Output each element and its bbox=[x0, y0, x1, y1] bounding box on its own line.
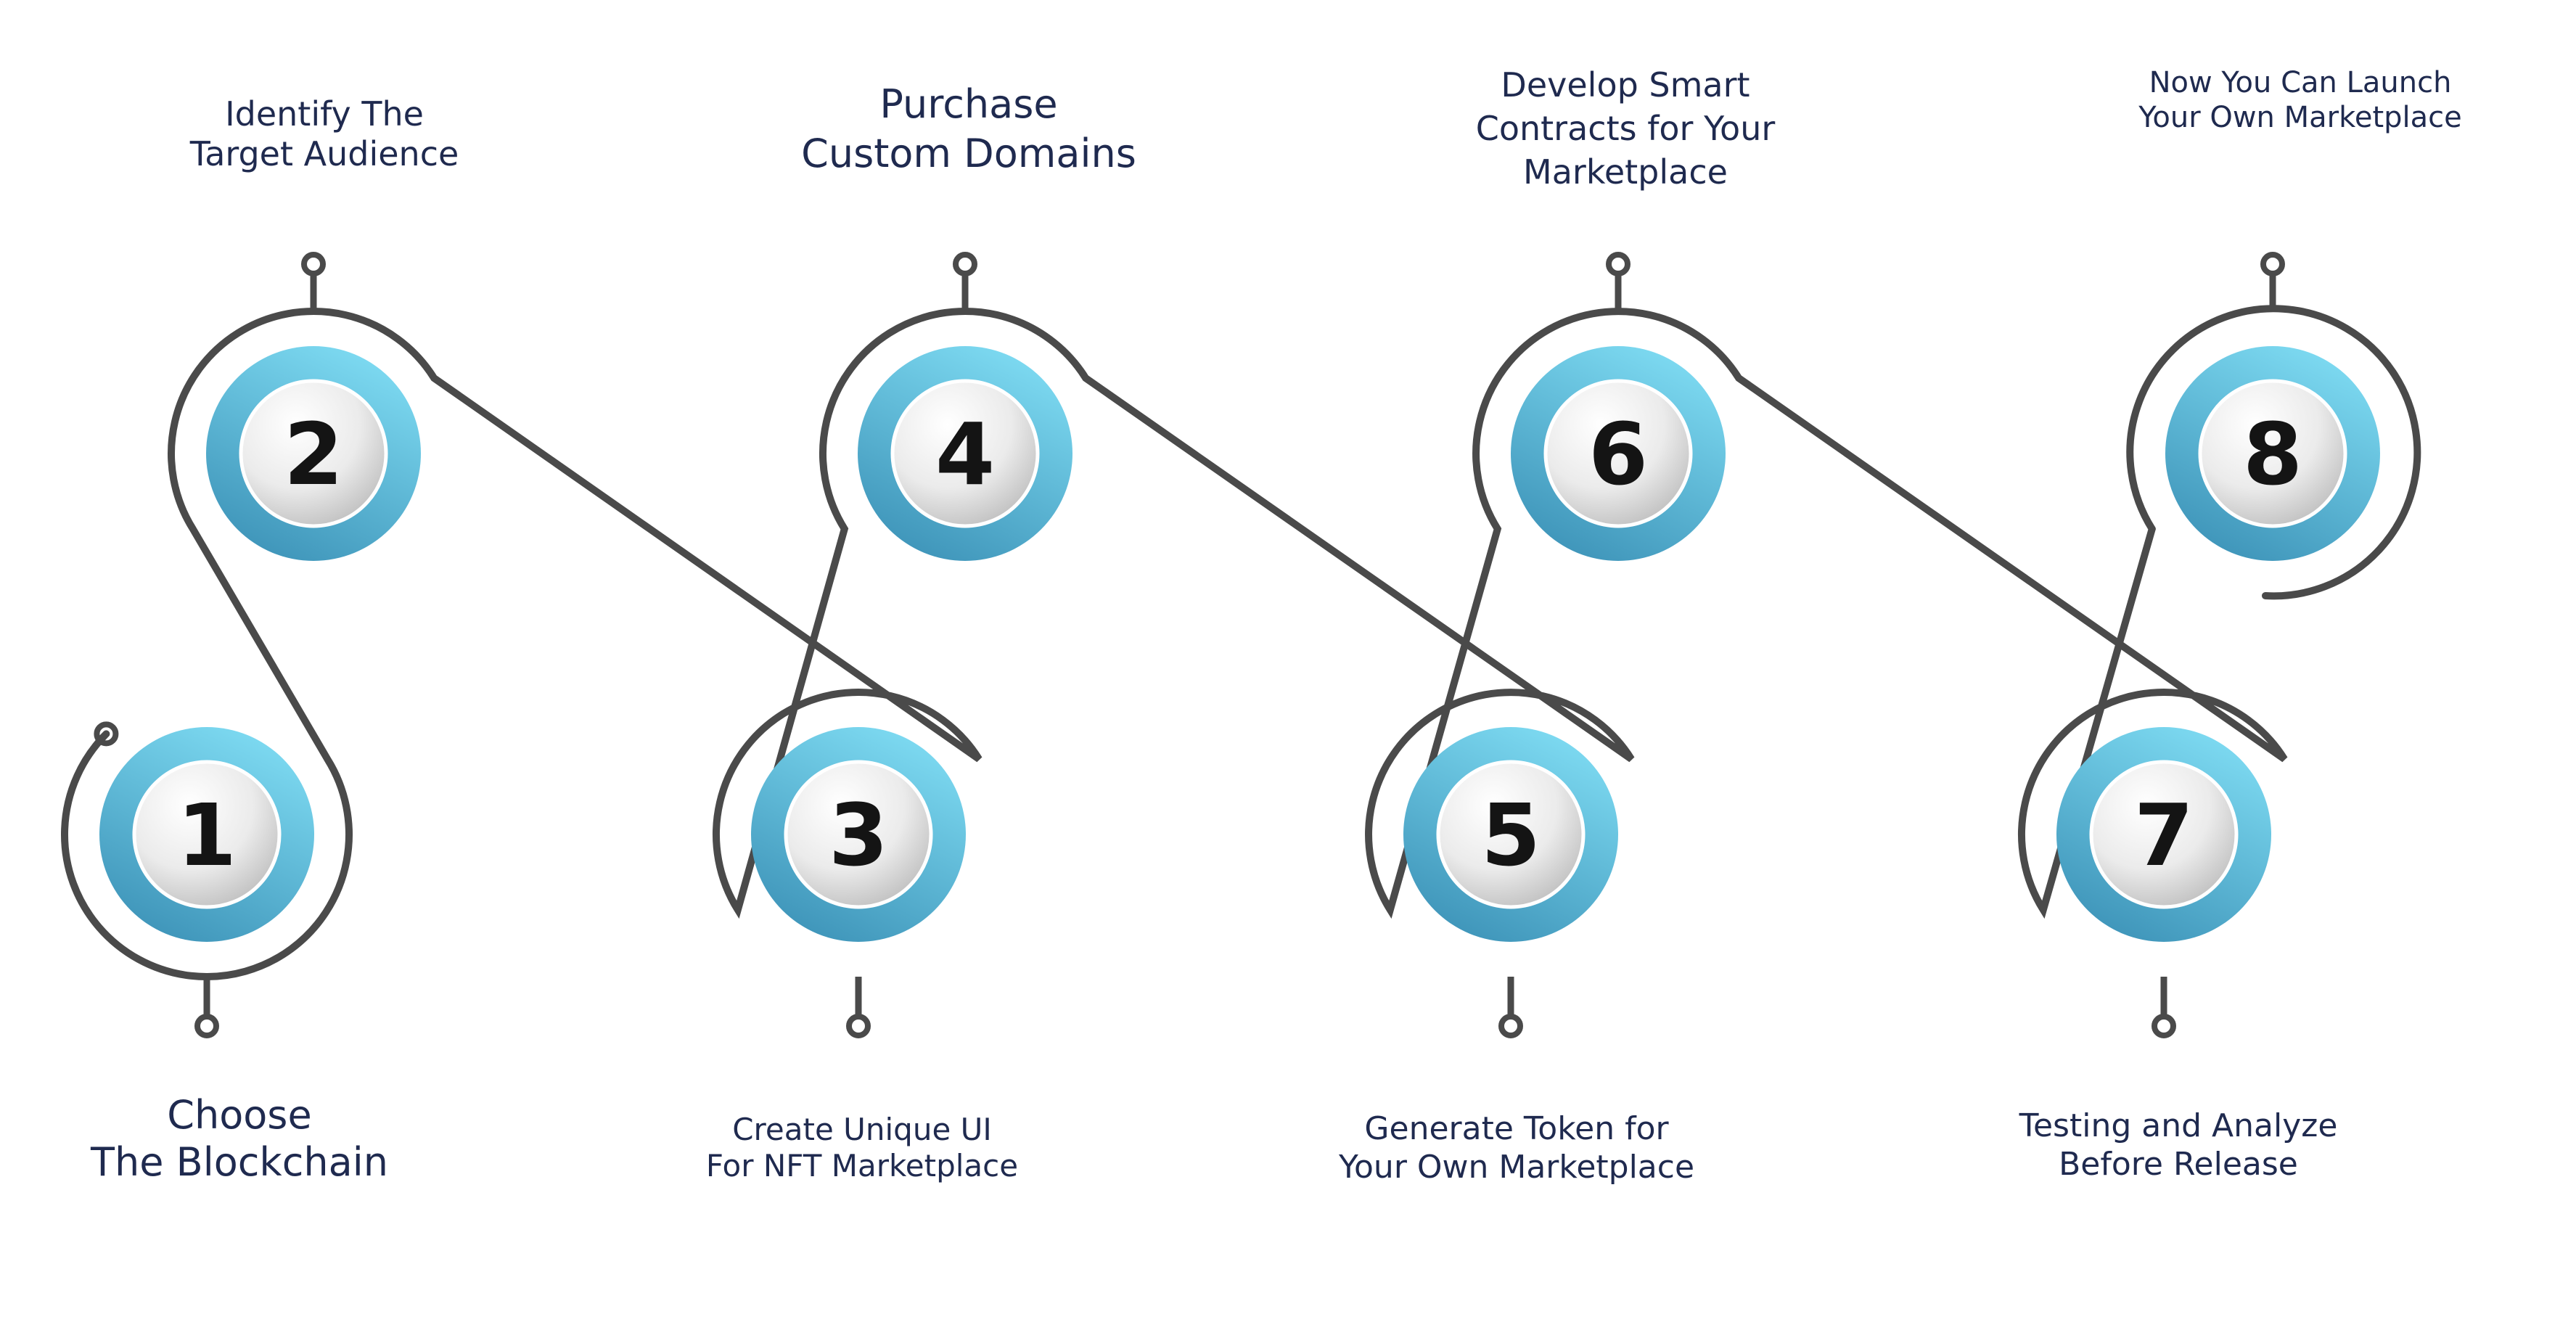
step-2-label-line-1: Identify The bbox=[225, 94, 424, 134]
step-5-disc bbox=[1436, 760, 1586, 909]
step-1-label: Choose The Blockchain bbox=[91, 1092, 388, 1186]
step-7-label: Testing and Analyze Before Release bbox=[2019, 1107, 2338, 1184]
step-6-label-line-2: Contracts for Your bbox=[1475, 108, 1776, 148]
step-5-label-line-1: Generate Token for bbox=[1364, 1110, 1669, 1147]
step-8-connector-dot bbox=[2260, 252, 2285, 276]
step-6-label-line-3: Marketplace bbox=[1523, 152, 1728, 192]
step-8-label-line-1: Now You Can Launch bbox=[2149, 66, 2452, 99]
step-7-label-line-2: Before Release bbox=[2059, 1145, 2298, 1183]
step-4-disc bbox=[890, 379, 1040, 528]
step-8-label: Now You Can Launch Your Own Marketplace bbox=[2138, 65, 2462, 135]
step-8-node: 8 bbox=[2165, 346, 2380, 561]
step-2-node: 2 bbox=[206, 346, 421, 561]
step-5-connector-dot bbox=[1498, 1014, 1523, 1038]
step-5-label: Generate Token for Your Own Marketplace bbox=[1339, 1110, 1694, 1187]
step-3-node: 3 bbox=[751, 727, 966, 942]
step-3-label: Create Unique UI For NFT Marketplace bbox=[706, 1112, 1018, 1185]
step-1-connector-dot bbox=[194, 1014, 219, 1038]
step-1-label-line-1: Choose bbox=[167, 1092, 312, 1138]
step-1-number: 1 bbox=[177, 785, 237, 885]
path-connectors bbox=[94, 252, 2285, 1038]
step-7-node: 7 bbox=[2056, 727, 2271, 942]
step-3-disc bbox=[784, 760, 933, 909]
step-6-label: Develop Smart Contracts for Your Marketp… bbox=[1476, 64, 1776, 194]
step-4-label-line-1: Purchase bbox=[879, 81, 1058, 127]
step-3-label-line-2: For NFT Marketplace bbox=[705, 1148, 1019, 1184]
step-6-number: 6 bbox=[1588, 404, 1648, 504]
step-4-node: 4 bbox=[858, 346, 1072, 561]
path-end-arc bbox=[2126, 305, 2421, 600]
step-8-disc bbox=[2198, 379, 2347, 528]
step-nodes: 1 2 3 4 5 6 7 8 bbox=[99, 346, 2380, 942]
step-7-connector-dot bbox=[2152, 1014, 2176, 1038]
step-8-label-line-2: Your Own Marketplace bbox=[2138, 101, 2462, 134]
step-4-label: Purchase Custom Domains bbox=[801, 80, 1136, 178]
winding-path bbox=[61, 307, 2288, 980]
step-6-disc bbox=[1543, 379, 1693, 528]
step-1-disc bbox=[132, 760, 282, 909]
step-2-label-line-2: Target Audience bbox=[189, 134, 459, 174]
step-5-number: 5 bbox=[1481, 785, 1541, 885]
step-2-label: Identify The Target Audience bbox=[190, 94, 459, 174]
step-1-node: 1 bbox=[99, 727, 314, 942]
step-8-number: 8 bbox=[2243, 404, 2302, 504]
step-2-connector-dot bbox=[301, 252, 326, 276]
step-6-label-line-1: Develop Smart bbox=[1501, 65, 1750, 104]
step-1-label-line-2: The Blockchain bbox=[91, 1138, 388, 1185]
step-5-label-line-2: Your Own Marketplace bbox=[1338, 1148, 1695, 1186]
step-2-number: 2 bbox=[284, 404, 343, 504]
step-6-connector-dot bbox=[1606, 252, 1630, 276]
step-4-label-line-2: Custom Domains bbox=[801, 130, 1136, 176]
step-5-node: 5 bbox=[1403, 727, 1618, 942]
step-4-connector-dot bbox=[953, 252, 977, 276]
step-3-label-line-1: Create Unique UI bbox=[732, 1112, 992, 1147]
step-6-node: 6 bbox=[1511, 346, 1726, 561]
step-4-number: 4 bbox=[935, 404, 995, 504]
step-7-number: 7 bbox=[2134, 785, 2194, 885]
step-3-number: 3 bbox=[829, 785, 888, 885]
step-7-disc bbox=[2089, 760, 2239, 909]
step-3-connector-dot bbox=[846, 1014, 871, 1038]
step-2-disc bbox=[239, 379, 388, 528]
step-7-label-line-1: Testing and Analyze bbox=[2019, 1107, 2338, 1144]
